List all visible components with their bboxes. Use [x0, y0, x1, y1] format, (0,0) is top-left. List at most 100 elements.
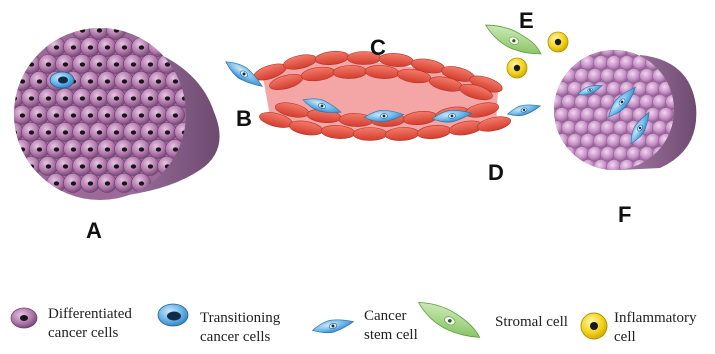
- legend-transitioning-line2: cancer cells: [200, 329, 271, 345]
- tumor-a-cell: [30, 106, 49, 125]
- tumor-a-cell: [56, 123, 75, 142]
- tumor-a-cell: [64, 174, 83, 193]
- metastatic-tumor: [549, 43, 697, 175]
- tumor-a-cell: [107, 89, 126, 108]
- tumor-a-cell: [90, 21, 109, 40]
- tumor-a-cell: [115, 106, 134, 125]
- tumor-a-cell: [81, 106, 100, 125]
- tumor-a-cell: [64, 140, 83, 159]
- tumor-a-cell: [149, 38, 168, 57]
- tumor-a-cell: [81, 140, 100, 159]
- tumor-a-cell: [90, 157, 109, 176]
- tumor-a-cell: [132, 72, 151, 91]
- tumor-f-cell: [601, 43, 616, 58]
- tumor-a-cell: [158, 89, 177, 108]
- tumor-a-cell: [56, 55, 75, 74]
- transitioning-cell: [166, 42, 190, 58]
- tumor-a-cell: [81, 174, 100, 193]
- tumor-a-cell: [115, 174, 134, 193]
- stem-cell-legend-shape: [311, 316, 355, 337]
- blue-cell-icon: [158, 304, 188, 326]
- tumor-f-cell: [581, 160, 596, 175]
- tumor-a-cell: [124, 55, 143, 74]
- green-spindle-icon: [413, 297, 485, 343]
- tumor-a-cell: [98, 140, 117, 159]
- legend-stem-line2: stem cell: [364, 327, 418, 343]
- tumor-a-cell: [132, 140, 151, 159]
- tumor-a-cell: [81, 72, 100, 91]
- tumor-a-cell: [22, 157, 41, 176]
- tumor-f-cell: [614, 43, 629, 58]
- tumor-a-cell: [149, 72, 168, 91]
- tumor-a-cell: [107, 21, 126, 40]
- tumor-a-cell: [64, 106, 83, 125]
- tumor-a-cell: [124, 157, 143, 176]
- tumor-a-cell: [115, 140, 134, 159]
- primary-tumor: [5, 21, 220, 201]
- tumor-a-cell: [47, 106, 66, 125]
- legend-transitioning-line1: Transitioning: [200, 310, 281, 326]
- tumor-f-cell: [588, 43, 603, 58]
- tumor-a-cell: [107, 123, 126, 142]
- stromal-cell: [481, 20, 545, 59]
- tumor-a-cell: [132, 106, 151, 125]
- tumor-a-cell: [39, 157, 58, 176]
- tumor-a-cell: [81, 38, 100, 57]
- tumor-a-cell: [47, 140, 66, 159]
- tumor-a-cell: [73, 21, 92, 40]
- label-e: E: [519, 8, 534, 33]
- tumor-a-cell: [98, 38, 117, 57]
- tumor-a-cell: [22, 89, 41, 108]
- tumor-a-cell: [39, 89, 58, 108]
- tumor-a-cell: [132, 38, 151, 57]
- yellow-round-icon: [581, 313, 607, 339]
- spindle-cell-icon: [311, 316, 355, 337]
- tumor-a-cell: [124, 89, 143, 108]
- tumor-a-cell: [98, 106, 117, 125]
- tumor-a-cell: [30, 72, 49, 91]
- tumor-a-cell: [47, 38, 66, 57]
- tumor-a-cell: [124, 123, 143, 142]
- tumor-a-cell: [73, 157, 92, 176]
- tumor-a-cell: [5, 89, 24, 108]
- tumor-a-cell: [22, 123, 41, 142]
- inflammatory-cell: [548, 32, 568, 52]
- vessel-wall-cell: [353, 128, 387, 141]
- tumor-a-cell: [141, 89, 160, 108]
- purple-cell-icon: [11, 308, 37, 328]
- tumor-a-cell: [73, 89, 92, 108]
- tumor-f-cell: [659, 108, 674, 123]
- label-a: A: [86, 218, 102, 243]
- label-f: F: [618, 202, 631, 227]
- label-c: C: [370, 35, 386, 60]
- tumor-a-cell: [166, 106, 185, 125]
- tumor-a-cell: [107, 55, 126, 74]
- label-b: B: [236, 106, 252, 131]
- tumor-a-cell: [107, 157, 126, 176]
- tumor-a-cell: [39, 123, 58, 142]
- tumor-a-cell: [141, 157, 160, 176]
- tumor-f-cell: [627, 43, 642, 58]
- label-d: D: [488, 160, 504, 185]
- tumor-a-cell: [73, 55, 92, 74]
- tumor-a-cell: [13, 106, 32, 125]
- tumor-a-cell: [141, 55, 160, 74]
- tumor-a-cell: [39, 55, 58, 74]
- tumor-a-cell: [13, 72, 32, 91]
- tumor-a-cell: [73, 123, 92, 142]
- tumor-a-cell: [98, 72, 117, 91]
- tumor-a-cell: [56, 157, 75, 176]
- legend-differentiated-line1: Differentiated: [48, 306, 132, 322]
- tumor-a-cell: [30, 140, 49, 159]
- legend-inflammatory-line2: cell: [614, 329, 636, 345]
- tumor-a-cell: [13, 140, 32, 159]
- extravasating-stem-cell: [506, 101, 541, 119]
- tumor-a-cell: [115, 72, 134, 91]
- tumor-a-cell: [115, 38, 134, 57]
- tumor-a-cell: [64, 38, 83, 57]
- inflammatory-cell: [507, 58, 527, 78]
- tumor-a-cell: [22, 55, 41, 74]
- tumor-a-cell: [90, 55, 109, 74]
- tumor-a-cell: [98, 174, 117, 193]
